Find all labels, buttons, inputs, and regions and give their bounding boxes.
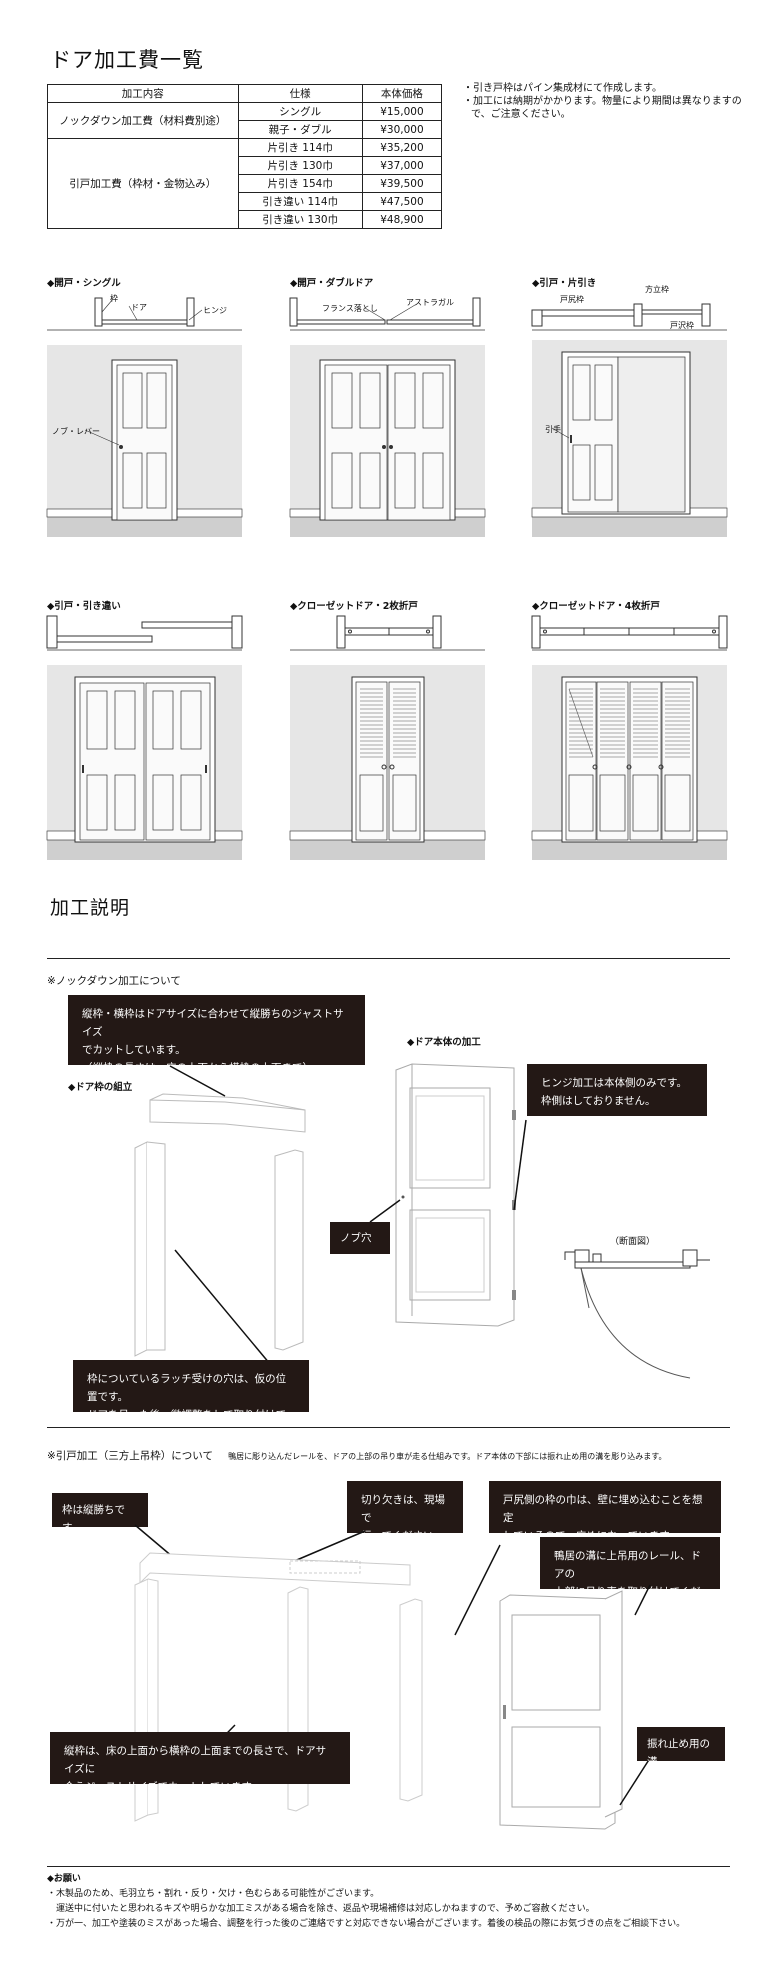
callout-line: ドアを吊った後、微調整をして取り付けてください。 xyxy=(87,1409,287,1439)
spec-cell: 引き違い 130巾 xyxy=(237,210,363,229)
price-cell: ¥48,900 xyxy=(361,210,443,229)
elevation-bifold-4 xyxy=(531,665,728,860)
price-cell: ¥30,000 xyxy=(361,120,443,139)
callout-line: 切り欠きは、現場で xyxy=(361,1494,445,1524)
callout-line: 行ってください。 xyxy=(361,1530,445,1542)
label-tozawa: 戸沢枠 xyxy=(670,321,694,330)
group-name: 引戸加工費（枠材・金物込み） xyxy=(47,138,239,229)
price-table: 加工内容 仕様 本体価格 ノックダウン加工費（材料費別途） シングル ¥15,0… xyxy=(47,84,443,229)
elevation-sliding xyxy=(531,340,728,537)
callout-box: 戸尻側の枠の巾は、壁に埋め込むことを想定 しているので、広めになっています。 xyxy=(489,1481,721,1542)
callout-line: ヒンジ加工は本体側のみです。 xyxy=(541,1077,687,1089)
sliding-subtext: 鴨居に彫り込んだレールを、ドアの上部の吊り車が走る仕組みです。ドア本体の下部には… xyxy=(228,1452,667,1461)
elevation-bifold-2 xyxy=(289,665,486,860)
diagram-title: ◆開戸・シングル xyxy=(47,278,121,289)
callout-box: 切り欠きは、現場で 行ってください。 xyxy=(347,1481,463,1542)
label-knob: ノブ・レバー xyxy=(52,427,100,436)
elevation-single xyxy=(46,345,243,537)
plan-view-single xyxy=(47,297,242,331)
group-name: ノックダウン加工費（材料費別途） xyxy=(47,102,239,139)
callout-box: 縦枠・横枠はドアサイズに合わせて縦勝ちのジャストサイズ でカットしています。 （… xyxy=(68,995,365,1074)
divider xyxy=(47,958,730,959)
label-pull: 引手 xyxy=(545,425,561,434)
header-cell: 本体価格 xyxy=(361,84,443,103)
plan-view-sliding xyxy=(531,303,727,331)
label-tojiri: 戸尻枠 xyxy=(560,295,584,304)
label-frame: 枠 xyxy=(110,294,118,303)
footer-line: ・万が一、加工や塗装のミスがあった場合、調整を行った後のご連絡ですと対応できない… xyxy=(47,1919,686,1929)
diagram-title: ◆開戸・ダブルドア xyxy=(290,278,374,289)
plan-view-double xyxy=(289,297,485,331)
header-cell: 加工内容 xyxy=(47,84,239,103)
footer-line: 運送中に付いたと思われるキズや明らかな加工ミスがある場合を除き、返品や現場補修は… xyxy=(47,1904,595,1914)
spec-cell: 親子・ダブル xyxy=(237,120,363,139)
spec-cell: 片引き 154巾 xyxy=(237,174,363,193)
callout-box: 枠についているラッチ受けの穴は、仮の位置です。 ドアを吊った後、微調整をして取り… xyxy=(73,1360,309,1439)
footer: ◆お願い ・木製品のため、毛羽立ち・割れ・反り・欠け・色むらある可能性がございま… xyxy=(47,1872,737,1932)
diagram-title: ◆クローゼットドア・4枚折戸 xyxy=(532,601,660,612)
callout-line: 鴨居の溝に上吊用のレール、ドアの xyxy=(554,1550,701,1580)
callout-line: 縦枠・横枠はドアサイズに合わせて縦勝ちのジャストサイズ xyxy=(82,1008,344,1038)
callout-line: （縦枠の長さは、床の上面から横枠の上面まで） xyxy=(82,1062,313,1074)
callout-line: 合うジャストサイズでカットしています。 xyxy=(64,1781,262,1793)
footer-line: ・木製品のため、毛羽立ち・割れ・反り・欠け・色むらある可能性がございます。 xyxy=(47,1889,380,1899)
plan-view-bypass xyxy=(46,615,243,651)
knockdown-heading: ※ノックダウン加工について xyxy=(47,975,181,987)
header-cell: 仕様 xyxy=(237,84,363,103)
divider xyxy=(47,1866,730,1867)
door-body-diagram xyxy=(369,1063,527,1327)
callout-line: でカットしています。 xyxy=(82,1044,186,1056)
elevation-bypass xyxy=(46,665,243,860)
label-hinge: ヒンジ xyxy=(203,306,227,315)
section-view-label: （断面図） xyxy=(610,1237,656,1247)
price-cell: ¥39,500 xyxy=(361,174,443,193)
callout-line: 枠側はしておりません。 xyxy=(541,1095,656,1107)
label-astragal: アストラガル xyxy=(406,298,454,307)
footer-heading: ◆お願い xyxy=(47,1874,81,1884)
notes: ・引き戸枠はパイン集成材にて作成します。 ・加工には納期がかかります。物量により… xyxy=(463,82,743,121)
callout-box: 振れ止め用の溝。 xyxy=(637,1727,725,1768)
diagram-title: ◆引戸・引き違い xyxy=(47,601,121,612)
sliding-heading-row: ※引戸加工（三方上吊枠）について 鴨居に彫り込んだレールを、ドアの上部の吊り車が… xyxy=(47,1444,666,1463)
section-title: 加工説明 xyxy=(50,897,131,919)
price-cell: ¥47,500 xyxy=(361,192,443,211)
plan-view-bifold-4 xyxy=(531,615,728,651)
callout-box: 縦枠は、床の上面から横枠の上面までの長さで、ドアサイズに 合うジャストサイズでカ… xyxy=(50,1732,350,1793)
callout-box: ノブ穴 xyxy=(330,1222,390,1254)
sliding-heading: ※引戸加工（三方上吊枠）について xyxy=(47,1450,213,1462)
callout-box: 鴨居の溝に上吊用のレール、ドアの 上部に吊り車を取り付けてください。 xyxy=(540,1537,720,1616)
spec-cell: シングル xyxy=(237,102,363,121)
diagram-title: ◆クローゼットドア・2枚折戸 xyxy=(290,601,418,612)
price-cell: ¥37,000 xyxy=(361,156,443,175)
elevation-double xyxy=(289,345,486,537)
plan-view-bifold-2 xyxy=(290,615,485,651)
callout-line: 枠についているラッチ受けの穴は、仮の位置です。 xyxy=(87,1373,287,1403)
callout-box: ヒンジ加工は本体側のみです。 枠側はしておりません。 xyxy=(527,1064,707,1116)
callout-box: 枠は縦勝ちです。 xyxy=(52,1493,148,1534)
spec-cell: 片引き 114巾 xyxy=(237,138,363,157)
label-door: ドア xyxy=(131,303,147,312)
price-cell: ¥15,000 xyxy=(361,102,443,121)
price-cell: ¥35,200 xyxy=(361,138,443,157)
callout-line: 戸尻側の枠の巾は、壁に埋め込むことを想定 xyxy=(503,1494,703,1524)
label-flush-bolt: フランス落とし xyxy=(322,304,378,313)
door-processing-label: ◆ドア本体の加工 xyxy=(407,1037,481,1048)
note-line: ・加工には納期がかかります。物量により期間は異なりますので、ご注意ください。 xyxy=(463,96,742,120)
diagram-title: ◆引戸・片引き xyxy=(532,278,597,289)
frame-assembly-label: ◆ドア枠の組立 xyxy=(68,1082,133,1093)
section-view-diagram xyxy=(564,1249,710,1379)
page-title: ドア加工費一覧 xyxy=(50,48,204,72)
spec-cell: 引き違い 114巾 xyxy=(237,192,363,211)
divider xyxy=(47,1427,730,1428)
label-mullion: 方立枠 xyxy=(645,285,669,294)
callout-line: 縦枠は、床の上面から横枠の上面までの長さで、ドアサイズに xyxy=(64,1745,327,1775)
spec-cell: 片引き 130巾 xyxy=(237,156,363,175)
frame-assembly-diagram xyxy=(134,1065,306,1371)
note-line: ・引き戸枠はパイン集成材にて作成します。 xyxy=(463,83,662,94)
